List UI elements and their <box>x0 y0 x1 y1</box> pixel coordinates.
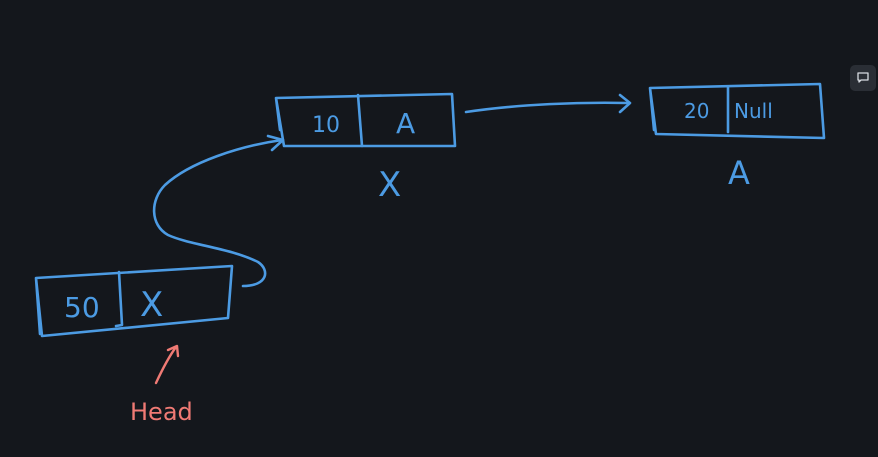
node-head: 50 X <box>34 264 234 338</box>
comment-button[interactable] <box>850 65 876 91</box>
node-a: 20 Null A <box>648 82 826 192</box>
pointer-arrow <box>152 138 284 288</box>
node-box <box>274 92 457 148</box>
node-x: 10 A X <box>274 92 457 205</box>
node-next: A <box>396 107 415 140</box>
node-next: Null <box>734 99 773 123</box>
head-arrow <box>154 344 180 385</box>
node-value: 10 <box>312 113 340 138</box>
head-label: Head <box>130 398 193 426</box>
node-divider <box>356 93 364 148</box>
node-value: 20 <box>684 99 709 123</box>
arrow-head <box>618 93 632 114</box>
node-label: X <box>378 165 401 205</box>
comment-icon <box>857 72 869 83</box>
node-box <box>34 264 234 338</box>
node-value: 50 <box>64 291 100 324</box>
node-next: X <box>140 285 163 325</box>
node-divider <box>114 270 124 328</box>
pointer-arrow <box>464 101 630 114</box>
node-label: A <box>728 154 750 192</box>
node-box <box>648 82 826 140</box>
